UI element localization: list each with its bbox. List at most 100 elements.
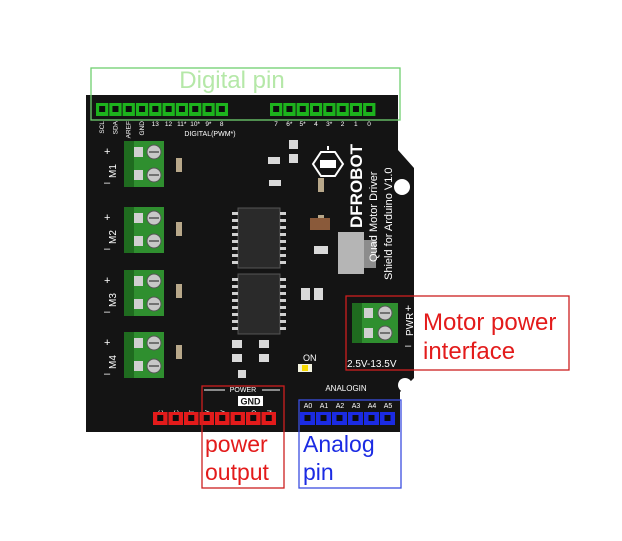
analog-callout-line1: Analog [303,431,375,457]
pin-label: 4 [314,121,318,128]
voltage-regulator [338,232,364,274]
analog-callout-box [298,399,402,489]
motor-name: M4 [108,355,119,369]
analog-pin-labels: A0 A1 A2 A3 A4 A5 [304,403,393,410]
power-pin [261,412,276,425]
digital-pin [283,103,296,116]
pin-label: GND [139,121,146,136]
digital-pin [202,103,215,116]
power-pin [168,412,183,425]
pin-label: 5* [300,121,307,128]
digital-pin [109,103,122,116]
motor-power-callout-box [345,295,570,371]
analog-callout-line2: pin [303,459,334,485]
pin-label: A5 [384,403,393,410]
digital-pin [189,103,202,116]
motor-name: M1 [108,164,119,178]
pin-label: SCL [99,121,106,134]
pwr-minus: – [405,340,412,352]
pin-label: A3 [352,403,361,410]
motor-minus: – [104,306,111,318]
digital-callout-box [90,67,401,121]
pin-label: A1 [320,403,329,410]
capacitor [310,218,330,230]
digital-callout-label: Digital pin [179,67,284,94]
motor-minus: – [104,368,111,380]
motor-plus: + [104,212,110,224]
motor-plus: + [104,275,110,287]
driver-chip [232,273,286,335]
digital-pin [270,103,283,116]
pin-label: 6* [286,121,293,128]
pin-label: 2 [341,121,345,128]
power-pin [230,412,245,425]
analog-header [300,412,395,425]
analog-pin [364,412,379,425]
on-label: ON [303,353,317,363]
digital-pin [363,103,376,116]
pin-label: 9* [205,121,212,128]
motor-terminal [124,270,164,316]
power-header [153,412,276,425]
power-pin [246,412,261,425]
analog-pin [380,412,395,425]
pwr-label: PWR [405,313,416,336]
digital-pin [96,103,109,116]
power-caption: POWER [230,387,256,394]
motor-minus: – [104,243,111,255]
motor-terminal [124,141,164,187]
digital-pin [296,103,309,116]
voltage-regulator-tab [364,240,376,268]
pin-label: 8 [220,121,224,128]
power-pin [215,412,230,425]
motor-terminal [124,332,164,378]
pin-label: A0 [304,403,313,410]
digital-pin [122,103,135,116]
pin-label: A4 [368,403,377,410]
motor-terminals: +M1–+M2–+M3–+M4– [104,141,164,380]
pin-label: 3* [326,121,333,128]
gnd-badge: GND [241,397,262,407]
digital-pin [149,103,162,116]
analog-pin [348,412,363,425]
analog-pin [332,412,347,425]
smd-components [232,140,328,378]
pin-label: 12 [165,121,173,128]
pin-label: 11* [177,121,187,128]
digital-pin [135,103,149,116]
digital-pin [323,103,336,116]
power-output-callout-box [201,385,285,489]
motor-power-callout-line1: Motor power [423,309,556,336]
power-pin [199,412,214,425]
pin-label: 10* [190,121,200,128]
analog-caption: ANALOGIN [325,384,367,393]
motor-name: M2 [108,230,119,244]
motor-name: M3 [108,293,119,307]
pin-label: A2 [336,403,345,410]
power-output-callout-line1: power [205,431,268,457]
digital-pin [349,103,363,116]
motor-plus: + [104,146,110,158]
pin-label: SDA [112,120,119,134]
digital-pin [309,103,323,116]
on-led-lens [302,365,308,371]
gnd-badge-bg [238,396,263,406]
power-terminal [352,303,398,343]
pin-label: AREF [126,121,133,138]
pwr-plus: + [405,303,411,315]
power-pin [153,412,168,425]
motor-minus: – [104,177,111,189]
pin-label: 1 [354,121,358,128]
pin-label: 0 [367,121,371,128]
product-name-line2: Shield for Arduino V1.0 [383,167,395,280]
dfrobot-logo-icon [311,146,345,177]
analog-pin [316,412,331,425]
product-name-line1: Quad Motor Driver [368,171,380,262]
digital-pin [162,103,175,116]
power-pin [184,412,199,425]
voltage-range: 2.5V-13.5V [347,359,397,370]
pin-label: 13 [152,121,160,128]
digital-pin [215,103,228,116]
motor-terminal [124,207,164,253]
